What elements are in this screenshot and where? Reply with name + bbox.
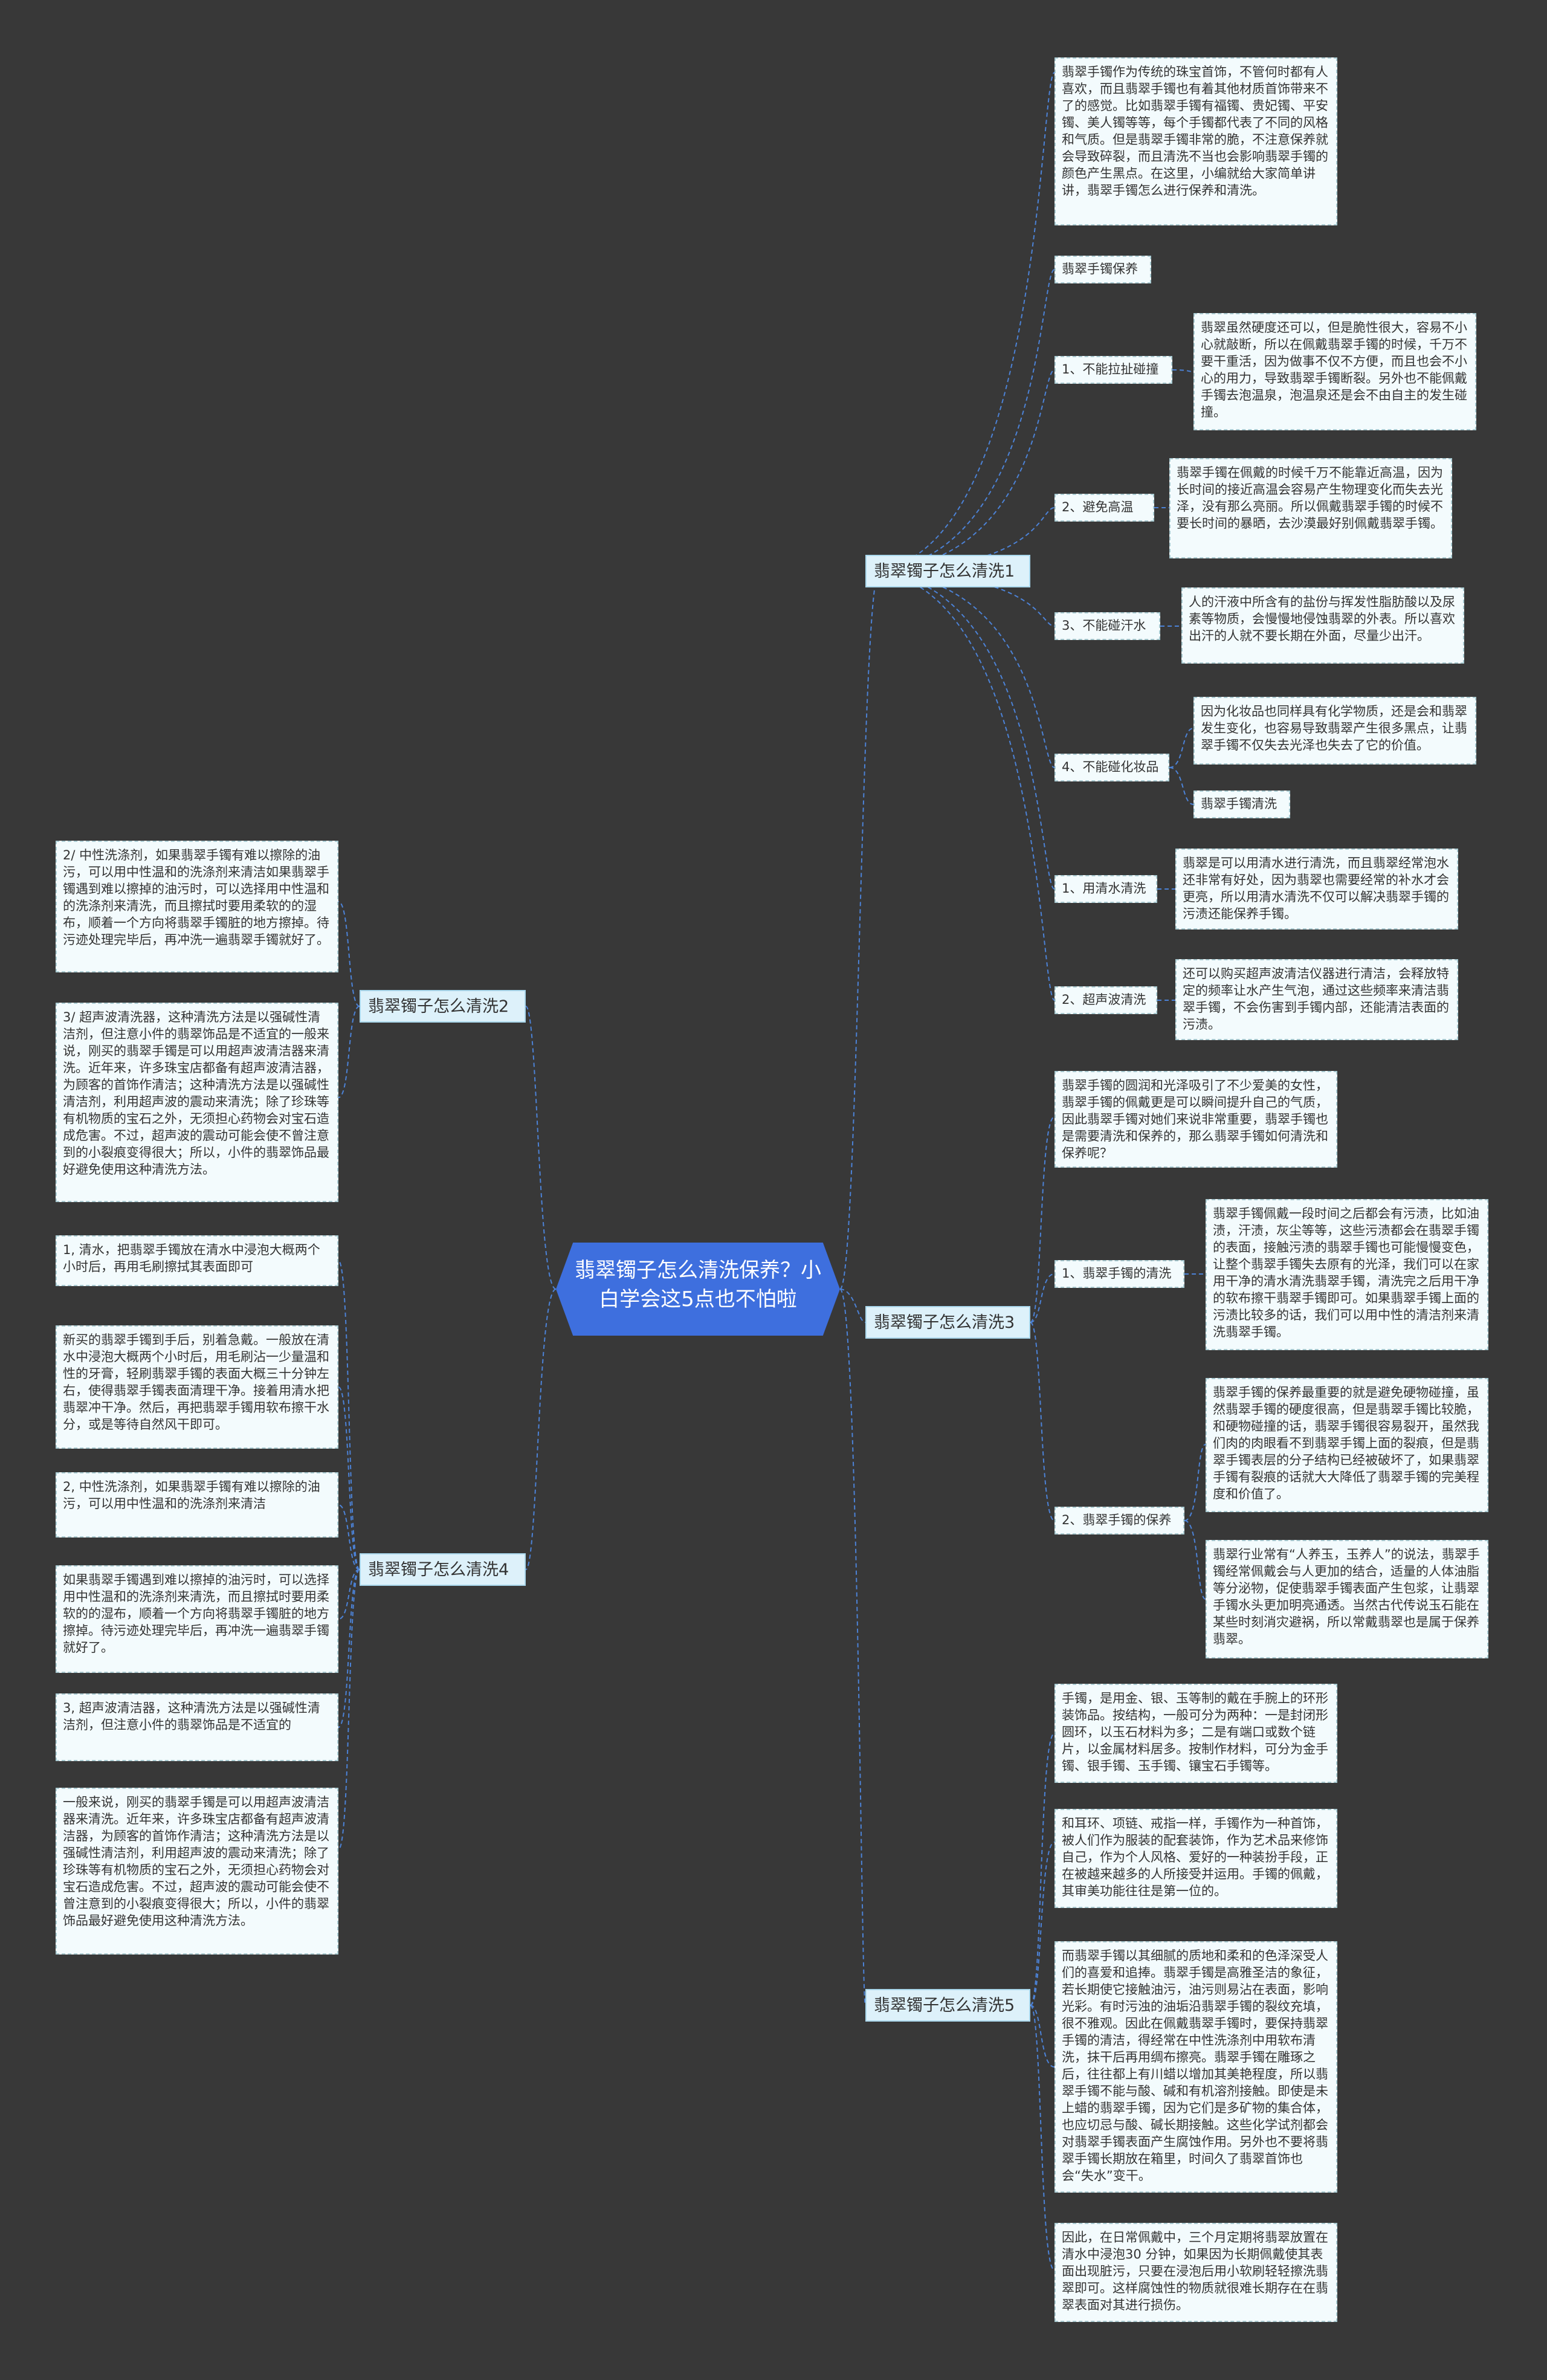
branch-wash-1[interactable]: 翡翠镯子怎么清洗1 xyxy=(865,555,1030,587)
b3-care-label[interactable]: 2、翡翠手镯的保养 xyxy=(1054,1507,1184,1534)
b4-text-2: 新买的翡翠手镯到手后，别着急戴。一般放在清水中浸泡大概两个小时后，用毛刷沾一少量… xyxy=(56,1325,338,1449)
branch-wash-2[interactable]: 翡翠镯子怎么清洗2 xyxy=(360,990,526,1023)
b4-text-5: 3, 超声波清洁器，这种清洗方法是以强碱性清洁剂，但注意小件的翡翠饰品是不适宜的 xyxy=(56,1693,338,1761)
b1-wash-2-label[interactable]: 2、超声波清洗 xyxy=(1054,986,1157,1014)
b5-text-3: 而翡翠手镯以其细腻的质地和柔和的色泽深受人们的喜爱和追捧。翡翠手镯是高雅圣洁的象… xyxy=(1054,1941,1337,2193)
b1-care-4-text: 因为化妆品也同样具有化学物质，还是会和翡翠发生变化，也容易导致翡翠产生很多黑点，… xyxy=(1193,697,1476,765)
b5-text-2: 和耳环、项链、戒指一样，手镯作为一种首饰，被人们作为服装的配套装饰，作为艺术品来… xyxy=(1054,1809,1337,1908)
b1-wash-1-label[interactable]: 1、用清水清洗 xyxy=(1054,875,1157,903)
b3-wash-text: 翡翠手镯佩戴一段时间之后都会有污渍，比如油渍，汗渍，灰尘等等，这些污渍都会在翡翠… xyxy=(1206,1199,1488,1350)
b1-care-3-label[interactable]: 3、不能碰汗水 xyxy=(1054,612,1160,640)
b1-care-2-label[interactable]: 2、避免高温 xyxy=(1054,494,1154,522)
b1-care-label[interactable]: 翡翠手镯保养 xyxy=(1054,256,1151,283)
b1-wash-1-text: 翡翠是可以用清水进行清洗，而且翡翠经常泡水还非常有好处，因为翡翠也需要经常的补水… xyxy=(1175,849,1458,930)
b1-intro-text: 翡翠手镯作为传统的珠宝首饰，不管何时都有人喜欢，而且翡翠手镯也有着其他材质首饰带… xyxy=(1054,57,1337,225)
b1-care-3-text: 人的汗液中所含有的盐份与挥发性脂肪酸以及尿素等物质，会慢慢地侵蚀翡翠的外表。所以… xyxy=(1181,587,1464,664)
b4-text-3: 2, 中性洗涤剂，如果翡翠手镯有难以擦除的油污，可以用中性温和的洗涤剂来清洁 xyxy=(56,1472,338,1538)
b4-text-1: 1, 清水，把翡翠手镯放在清水中浸泡大概两个小时后，再用毛刷擦拭其表面即可 xyxy=(56,1235,338,1286)
b3-wash-label[interactable]: 1、翡翠手镯的清洗 xyxy=(1054,1260,1184,1288)
b2-text-2: 3/ 超声波清洗器，这种清洗方法是以强碱性清洁剂，但注意小件的翡翠饰品是不适宜的… xyxy=(56,1003,338,1202)
root-topic[interactable]: 翡翠镯子怎么清洗保养？小白学会这5点也不怕啦 xyxy=(556,1243,840,1336)
b1-care-2-text: 翡翠手镯在佩戴的时候千万不能靠近高温，因为长时间的接近高温会容易产生物理变化而失… xyxy=(1169,458,1452,558)
b3-care-text-2: 翡翠行业常有“人养玉，玉养人”的说法，翡翠手镯经常佩戴会与人更加的结合，适量的人… xyxy=(1206,1540,1488,1658)
b1-care-1-text: 翡翠虽然硬度还可以，但是脆性很大，容易不小心就敲断，所以在佩戴翡翠手镯的时候，千… xyxy=(1193,313,1476,430)
b4-text-6: 一般来说，刚买的翡翠手镯是可以用超声波清洁器来清洗。近年来，许多珠宝店都备有超声… xyxy=(56,1788,338,1955)
branch-wash-4[interactable]: 翡翠镯子怎么清洗4 xyxy=(360,1553,526,1586)
b1-wash-label[interactable]: 翡翠手镯清洗 xyxy=(1193,791,1290,818)
b1-care-1-label[interactable]: 1、不能拉扯碰撞 xyxy=(1054,356,1172,384)
b2-text-1: 2/ 中性洗涤剂，如果翡翠手镯有难以擦除的油污，可以用中性温和的洗涤剂来清洁如果… xyxy=(56,841,338,972)
b5-text-4: 因此，在日常佩戴中，三个月定期将翡翠放置在清水中浸泡30 分钟，如果因为长期佩戴… xyxy=(1054,2223,1337,2322)
branch-wash-3[interactable]: 翡翠镯子怎么清洗3 xyxy=(865,1306,1030,1339)
b3-intro-text: 翡翠手镯的圆润和光泽吸引了不少爱美的女性，翡翠手镯的佩戴更是可以瞬间提升自己的气… xyxy=(1054,1071,1337,1168)
b1-care-4-label[interactable]: 4、不能碰化妆品 xyxy=(1054,754,1169,781)
b5-text-1: 手镯，是用金、银、玉等制的戴在手腕上的环形装饰品。按结构，一般可分为两种：一是封… xyxy=(1054,1684,1337,1783)
b3-care-text-1: 翡翠手镯的保养最重要的就是避免硬物碰撞，虽然翡翠手镯的硬度很高，但是翡翠手镯比较… xyxy=(1206,1378,1488,1512)
b4-text-4: 如果翡翠手镯遇到难以擦掉的油污时，可以选择用中性温和的洗涤剂来清洗，而且擦拭时要… xyxy=(56,1565,338,1673)
branch-wash-5[interactable]: 翡翠镯子怎么清洗5 xyxy=(865,1989,1030,2022)
b1-wash-2-text: 还可以购买超声波清洁仪器进行清洁，会释放特定的频率让水产生气泡，通过这些频率来清… xyxy=(1175,959,1458,1040)
